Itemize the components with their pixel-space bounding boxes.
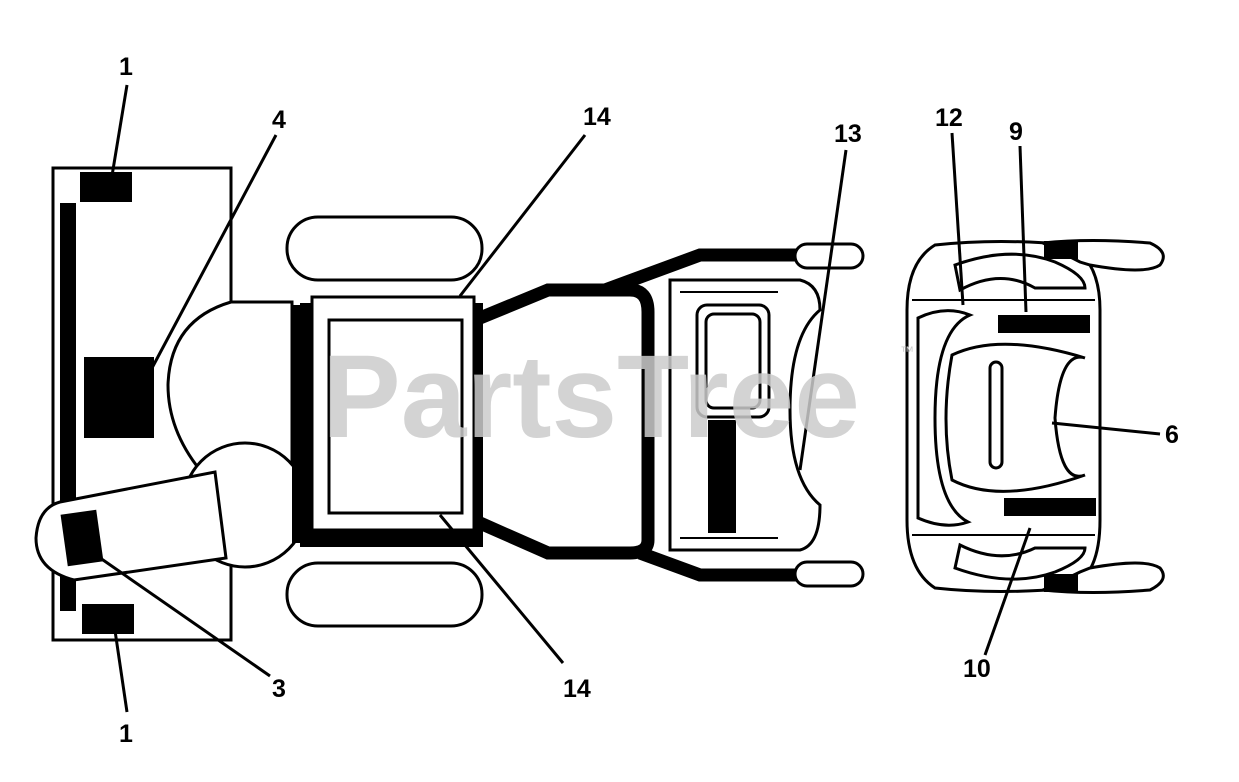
callout-14-bottom: 14 xyxy=(563,675,591,703)
leader-lines xyxy=(79,84,1161,713)
engine-frame xyxy=(300,295,483,547)
decal-3 xyxy=(60,509,104,567)
callout-4: 4 xyxy=(272,106,286,134)
decal-10 xyxy=(1044,574,1078,592)
decal-1-top xyxy=(80,172,132,202)
callout-13: 13 xyxy=(834,120,862,148)
rear-view xyxy=(905,239,1165,594)
wheel-bottom xyxy=(285,561,484,628)
decal-4 xyxy=(84,357,154,438)
handle-frame xyxy=(477,242,865,588)
decal-1-bottom xyxy=(82,604,134,634)
callout-6: 6 xyxy=(1165,421,1179,449)
callout-14-top: 14 xyxy=(583,103,611,131)
decal-13 xyxy=(708,420,736,533)
callouts: 1 1 3 4 6 9 10 12 13 14 14 xyxy=(119,53,1179,748)
wheel-top xyxy=(285,215,484,282)
control-panel xyxy=(668,278,822,552)
callout-10: 10 xyxy=(963,655,991,683)
decal-9 xyxy=(1044,241,1078,259)
watermark: PartsTree ™ xyxy=(322,331,914,463)
callout-1-top: 1 xyxy=(119,53,133,81)
callout-3: 3 xyxy=(272,675,286,703)
callout-1-bottom: 1 xyxy=(119,720,133,748)
callout-12: 12 xyxy=(935,104,963,132)
watermark-tm: ™ xyxy=(900,343,914,359)
watermark-text: PartsTree xyxy=(322,331,860,463)
callout-9: 9 xyxy=(1009,118,1023,146)
